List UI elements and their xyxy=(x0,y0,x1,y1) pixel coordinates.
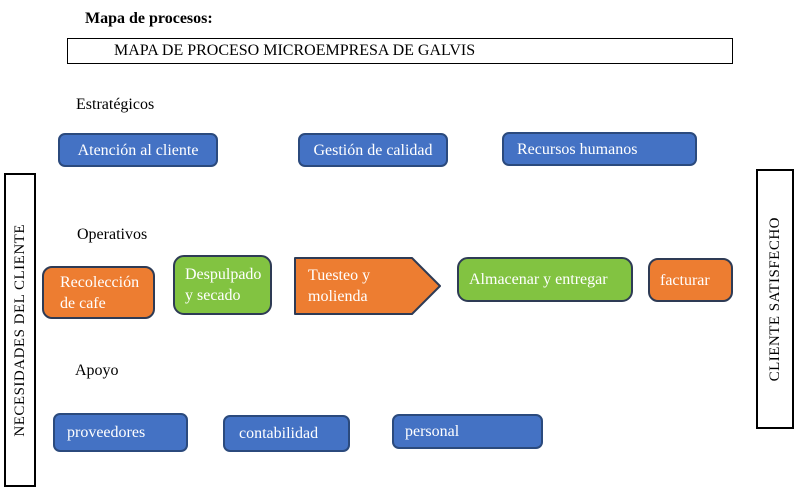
node-label: Gestión de calidad xyxy=(313,141,433,159)
node-label: Recursos humanos xyxy=(517,140,638,158)
node-personal: personal xyxy=(392,414,543,449)
node-almacenar-y-entregar: Almacenar y entregar xyxy=(457,257,633,302)
node-atencion-al-cliente: Atención al cliente xyxy=(58,133,218,167)
node-label: personal xyxy=(405,423,460,440)
page-title: Mapa de procesos: xyxy=(85,10,213,27)
node-gestion-de-calidad: Gestión de calidad xyxy=(298,133,448,167)
node-label: Tuesteo y molienda xyxy=(308,267,371,305)
section-label-operativos: Operativos xyxy=(77,226,148,243)
node-proveedores: proveedores xyxy=(53,413,188,452)
section-label-estrategicos: Estratégicos xyxy=(76,96,155,113)
right-sidebar-cliente-satisfecho: CLIENTE SATISFECHO xyxy=(756,169,794,429)
node-label: Atención al cliente xyxy=(77,141,199,159)
node-contabilidad: contabilidad xyxy=(223,415,350,452)
node-despulpado-y-secado: Despulpado y secado xyxy=(173,255,272,315)
left-sidebar-necesidades-del-cliente: NECESIDADES DEL CLIENTE xyxy=(4,173,36,487)
node-label: facturar xyxy=(660,271,710,289)
sidebar-label: CLIENTE SATISFECHO xyxy=(766,216,783,382)
node-recoleccion-de-cafe: Recolección de cafe xyxy=(42,266,155,319)
node-label: proveedores xyxy=(67,424,146,441)
diagram-title-box: MAPA DE PROCESO MICROEMPRESA DE GALVIS xyxy=(67,38,733,64)
node-label: contabilidad xyxy=(239,425,319,442)
node-recursos-humanos: Recursos humanos xyxy=(502,132,697,166)
diagram-title: MAPA DE PROCESO MICROEMPRESA DE GALVIS xyxy=(114,42,476,59)
node-tuesteo-y-molienda: Tuesteo y molienda xyxy=(294,257,442,315)
sidebar-label: NECESIDADES DEL CLIENTE xyxy=(11,223,28,437)
node-facturar: facturar xyxy=(648,258,733,302)
section-label-apoyo: Apoyo xyxy=(75,362,119,379)
node-label: Almacenar y entregar xyxy=(469,271,608,288)
node-label: Recolección de cafe xyxy=(60,273,140,312)
node-label: Despulpado y secado xyxy=(185,266,262,304)
pentagon-arrow-shape xyxy=(294,257,441,315)
